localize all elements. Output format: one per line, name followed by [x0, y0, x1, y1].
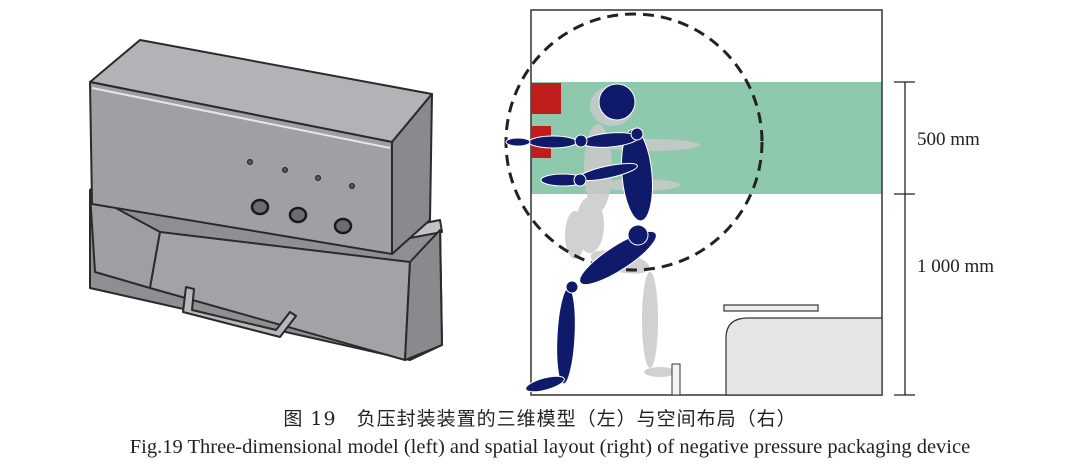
- dim-label-500: 500 mm: [917, 129, 980, 150]
- tray-front-right: [404, 229, 443, 361]
- dimension-lines: [894, 81, 915, 396]
- caption-chinese: 图 19 负压封装装置的三维模型（左）与空间布局（右）: [283, 408, 797, 430]
- shelf-plate: [723, 304, 819, 312]
- dim-label-1000: 1 000 mm: [917, 256, 994, 277]
- box-edge-highlight: [91, 87, 391, 149]
- indicator-holes: [247, 159, 355, 189]
- spatial-layout: 500 mm 1 000 mm: [504, 9, 994, 396]
- work-table: [725, 317, 883, 396]
- caption-english: Fig.19 Three-dimensional model (left) an…: [129, 436, 971, 458]
- room-frame: [530, 9, 883, 396]
- device-3d-model: [89, 39, 443, 361]
- box-side: [391, 93, 433, 255]
- tray-handle: [182, 286, 297, 338]
- floor-post: [671, 363, 681, 396]
- control-box-upper: [531, 83, 561, 114]
- operator-figure: [505, 83, 657, 393]
- ports: [250, 198, 353, 235]
